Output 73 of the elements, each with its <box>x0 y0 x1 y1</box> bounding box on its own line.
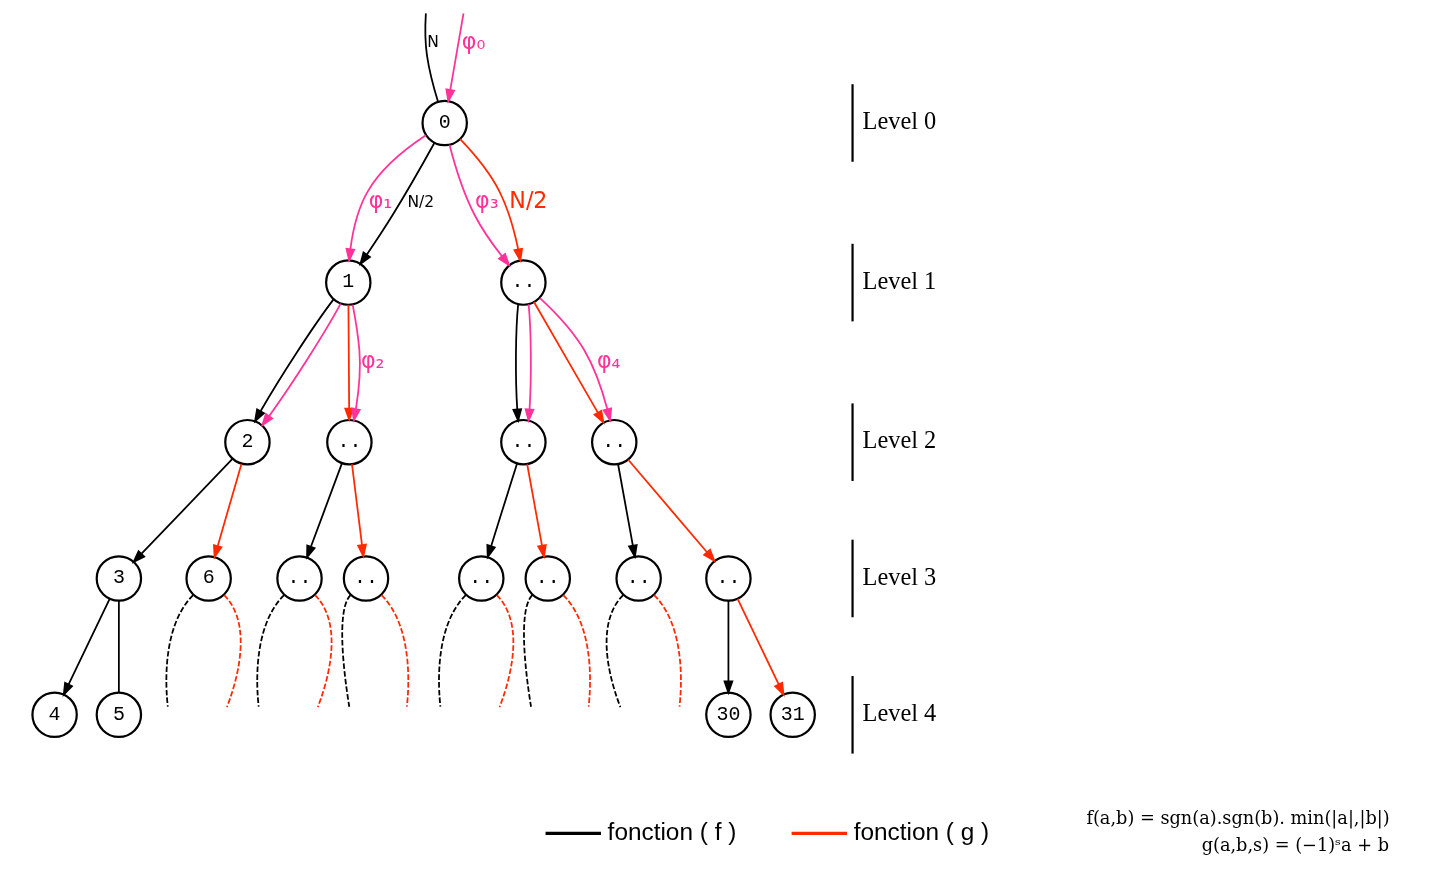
arrow <box>448 143 511 268</box>
connector <box>165 594 194 708</box>
connector <box>424 12 439 103</box>
arrow <box>524 303 535 424</box>
edge-label: φ₁ <box>368 187 392 214</box>
arrow <box>131 458 233 564</box>
arrow <box>305 462 343 560</box>
edge-label: φ₂ <box>360 346 384 373</box>
arrow <box>253 298 334 424</box>
node-circle: 0 <box>420 99 468 147</box>
node-circle: 5 <box>95 691 142 739</box>
label: Level 3 <box>862 562 936 590</box>
legend-label: fonction ( g ) <box>853 817 989 845</box>
arrow <box>532 301 605 425</box>
arrow <box>62 597 111 697</box>
edge-label: N/2 <box>407 192 434 211</box>
connector <box>313 594 332 708</box>
node-circle: .. <box>499 259 547 306</box>
arrow <box>350 463 367 559</box>
node-circle: 6 <box>184 555 232 602</box>
arrow <box>616 463 638 560</box>
arrow <box>212 462 242 560</box>
edge-label: N <box>426 33 439 52</box>
node-circle: 4 <box>30 691 78 739</box>
node-circle: .. <box>524 555 571 602</box>
arrow <box>444 12 464 104</box>
connector <box>652 594 682 708</box>
arrow <box>344 134 427 263</box>
node-circle: 3 <box>95 555 142 602</box>
arrow <box>485 462 518 560</box>
connector <box>340 594 351 708</box>
label: g(a,b,s) = (−1)ˢa + b <box>1201 834 1389 855</box>
label: Level 0 <box>862 107 936 135</box>
connector <box>380 594 409 708</box>
label: Level 2 <box>862 426 936 454</box>
edge-label: N/2 <box>508 187 547 214</box>
arrow <box>358 141 435 267</box>
node-circle: 31 <box>768 691 816 739</box>
arrow <box>722 599 734 696</box>
node-circle: .. <box>342 555 389 602</box>
connector <box>222 594 242 708</box>
node-circle: .. <box>499 418 547 466</box>
edge-label: φ₄ <box>596 346 620 373</box>
arrow <box>538 297 612 423</box>
arrow <box>626 458 716 563</box>
connector <box>561 594 591 708</box>
node-circle: .. <box>275 555 323 602</box>
connector <box>495 594 514 708</box>
arrow <box>458 138 523 263</box>
label: f(a,b) = sgn(a).sgn(b). min(|a|,|b|) <box>1085 808 1390 829</box>
node-circle: 1 <box>324 259 372 306</box>
arrow <box>525 463 547 560</box>
label: Level 4 <box>862 699 936 727</box>
connector <box>437 594 467 708</box>
connector <box>522 594 533 708</box>
node-circle: .. <box>614 555 662 602</box>
connector <box>117 599 120 694</box>
edge-label: φ₀ <box>461 27 485 54</box>
node-circle: 2 <box>223 418 271 466</box>
legend-label: fonction ( f ) <box>607 817 736 845</box>
node-circle: 30 <box>704 691 752 739</box>
arrow <box>350 303 361 423</box>
node-circle: .. <box>590 418 638 466</box>
edge-label: φ₃ <box>474 187 499 214</box>
connector <box>605 594 624 708</box>
arrow <box>260 302 342 428</box>
arrow <box>736 597 785 697</box>
arrow <box>511 303 522 424</box>
label: Level 1 <box>862 266 936 294</box>
node-circle: .. <box>457 555 505 602</box>
node-circle: .. <box>704 555 752 602</box>
connector <box>255 594 285 708</box>
node-circle: .. <box>325 418 373 466</box>
